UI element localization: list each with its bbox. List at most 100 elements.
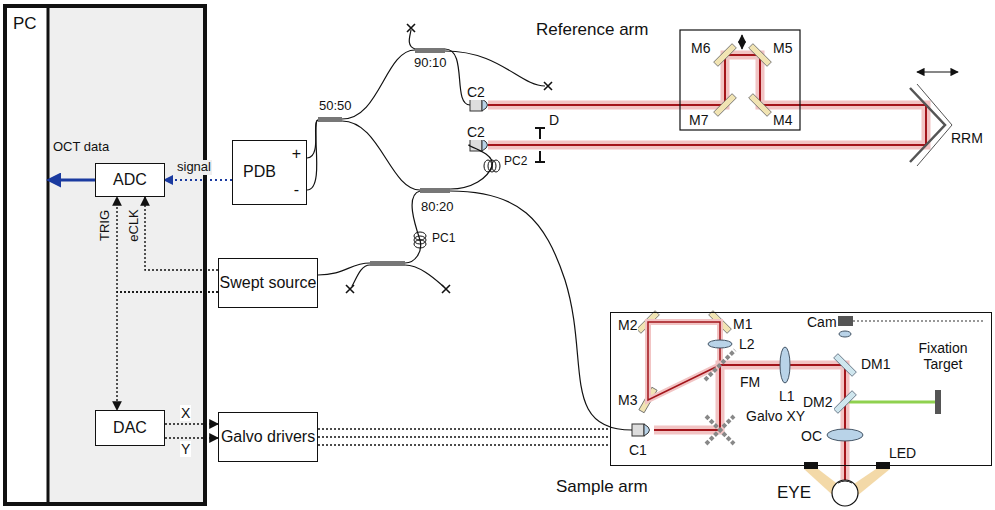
part-label: M1 (732, 316, 753, 332)
part-label: Cam (806, 314, 838, 330)
sample-beam (648, 322, 720, 400)
signal-connector (165, 437, 218, 438)
part-label: C2 (466, 124, 486, 140)
signal-connector (117, 292, 218, 410)
scanner-mirror (706, 416, 734, 444)
pc-panel (7, 8, 203, 502)
converter-box: DAC (95, 410, 165, 446)
collimator (644, 424, 650, 436)
optical-fiber (450, 191, 632, 430)
eye (832, 480, 858, 506)
fiber-coupler (370, 261, 405, 266)
part-label: L2 (738, 336, 756, 352)
signal-label: OCT data (52, 140, 110, 155)
fiber-coupler (318, 117, 342, 122)
part-label: LED (888, 445, 917, 461)
signal-label: X (180, 405, 191, 421)
part-label: 90:10 (413, 56, 448, 71)
fixation-target (935, 390, 941, 414)
delay-stage (741, 35, 742, 49)
fixation-target (935, 390, 941, 414)
part-label: C2 (466, 84, 486, 100)
aperture (535, 128, 545, 162)
aperture (535, 127, 545, 129)
sample-beam (648, 322, 935, 492)
sample-beam (849, 401, 935, 404)
signal-connector (318, 436, 610, 437)
signal-connector (145, 197, 218, 270)
sample-beam (654, 365, 845, 492)
optical-fiber (450, 145, 492, 189)
lens (708, 331, 863, 441)
retroreflector (917, 71, 958, 72)
scanner-mirror (705, 350, 735, 380)
optical-fiber (352, 265, 370, 286)
part-label: M5 (772, 40, 793, 56)
retroreflector (910, 88, 945, 162)
optical-fiber (342, 121, 420, 190)
sample-beam (654, 365, 845, 492)
mirror (637, 44, 772, 413)
fiber-coupler (415, 48, 445, 53)
signal-label: signal (176, 160, 212, 175)
collimator (482, 139, 488, 151)
collimator (482, 99, 488, 111)
box-text: ADC (113, 171, 147, 189)
optical-fiber (342, 50, 415, 119)
fiber-termination (346, 285, 354, 293)
part-label: M6 (690, 40, 711, 56)
part-label: Reference arm (535, 20, 649, 40)
box-text: PDB (243, 163, 276, 181)
part-label: 80:20 (420, 200, 455, 215)
optical-fiber (445, 51, 545, 86)
mirror (749, 94, 772, 117)
signal-connector (165, 423, 218, 424)
part-label: OC (800, 428, 823, 444)
sample-beam (648, 322, 720, 400)
retroreflector (910, 72, 958, 166)
dichroic-mirror (834, 354, 857, 377)
lens (780, 347, 790, 383)
pc-panel (7, 8, 47, 502)
signal-label: eCLK (126, 208, 141, 243)
aperture (539, 151, 541, 162)
part-label: PC1 (431, 232, 456, 246)
source-box: Swept source (218, 258, 318, 308)
part-label: Galvo XY (745, 408, 806, 424)
reference-beam (488, 55, 926, 145)
reference-beam (488, 55, 926, 145)
galvo-signal-line (318, 444, 610, 445)
dichroic-mirror (834, 391, 857, 414)
optical-fiber (405, 265, 443, 286)
eye (832, 480, 858, 506)
part-label: M7 (688, 112, 709, 128)
part-label: DM1 (860, 356, 892, 372)
polarization-controller (414, 160, 500, 248)
part-label: FM (739, 374, 761, 390)
signal-connector (117, 197, 218, 292)
pc-panel (47, 8, 50, 502)
part-label: M2 (617, 317, 638, 333)
lens (827, 429, 863, 441)
aperture (535, 161, 545, 163)
optical-fiber (307, 120, 318, 190)
part-label: RRM (950, 130, 984, 146)
optical-fiber (409, 30, 415, 49)
dichroic-mirror (834, 354, 857, 414)
part-label: C1 (628, 442, 648, 458)
mirror (714, 44, 737, 67)
scanner-mirror (706, 416, 734, 444)
camera (837, 316, 853, 326)
part-label: D (548, 112, 560, 128)
galvo-signal-line (318, 429, 610, 445)
part-label: M3 (617, 392, 638, 408)
box-text: Galvo drivers (221, 428, 315, 446)
eye (838, 481, 852, 483)
fiber-termination (346, 24, 552, 293)
part-label: EYE (776, 483, 812, 503)
signal-connector (165, 179, 232, 181)
collimator (470, 99, 482, 111)
fiber-termination (442, 285, 450, 293)
part-label: M4 (772, 112, 793, 128)
